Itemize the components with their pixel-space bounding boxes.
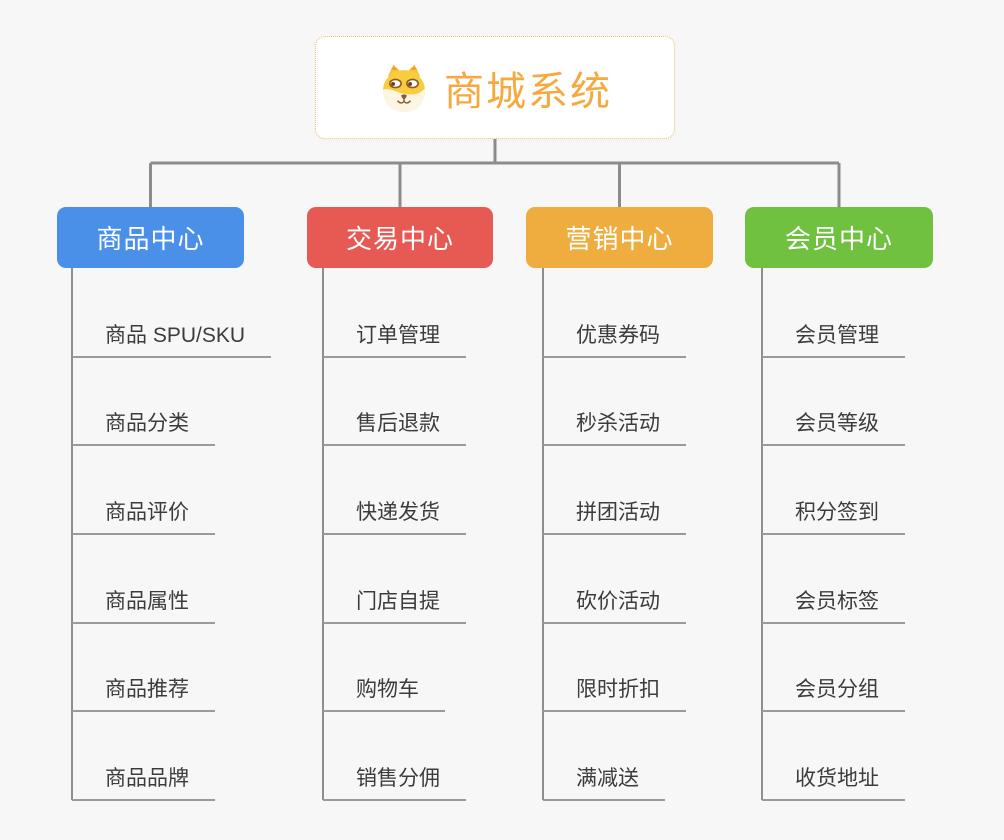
sub-topic[interactable]: 销售分佣	[323, 759, 466, 801]
sub-topic[interactable]: 商品评价	[72, 493, 215, 535]
sub-topic[interactable]: 满减送	[543, 759, 665, 801]
sub-topic[interactable]: 商品推荐	[72, 670, 215, 712]
sub-topic[interactable]: 订单管理	[323, 316, 466, 358]
sub-topic[interactable]: 积分签到	[762, 493, 905, 535]
sub-topic[interactable]: 会员管理	[762, 316, 905, 358]
sub-topic[interactable]: 商品 SPU/SKU	[72, 316, 272, 358]
sub-topic[interactable]: 优惠券码	[543, 316, 686, 358]
sub-topic[interactable]: 会员标签	[762, 582, 905, 624]
connector-path	[149, 139, 841, 209]
branch-header-products[interactable]: 商品中心	[57, 207, 244, 268]
branch-header-marketing[interactable]: 营销中心	[526, 207, 713, 268]
sub-topic[interactable]: 商品分类	[72, 404, 215, 446]
dog-face-icon	[382, 63, 426, 112]
sub-topic[interactable]: 拼团活动	[543, 493, 686, 535]
sub-topic[interactable]: 会员分组	[762, 670, 905, 712]
sub-topic[interactable]: 会员等级	[762, 404, 905, 446]
sub-topic[interactable]: 限时折扣	[543, 670, 686, 712]
root-title: 商城系统	[444, 69, 612, 114]
branch-header-members[interactable]: 会员中心	[745, 207, 933, 268]
sub-topic[interactable]: 购物车	[323, 670, 445, 712]
sub-topic[interactable]: 砍价活动	[543, 582, 686, 624]
sub-topic[interactable]: 秒杀活动	[543, 404, 686, 446]
root-topic[interactable]: 商城系统	[315, 36, 675, 139]
sub-topic[interactable]: 门店自提	[323, 582, 466, 624]
sub-topic[interactable]: 商品属性	[72, 582, 215, 624]
branch-header-trade[interactable]: 交易中心	[307, 207, 493, 268]
sub-topic[interactable]: 快递发货	[323, 493, 466, 535]
sub-topic[interactable]: 售后退款	[323, 404, 466, 446]
sub-topic[interactable]: 收货地址	[762, 759, 905, 801]
sub-topic[interactable]: 商品品牌	[72, 759, 215, 801]
